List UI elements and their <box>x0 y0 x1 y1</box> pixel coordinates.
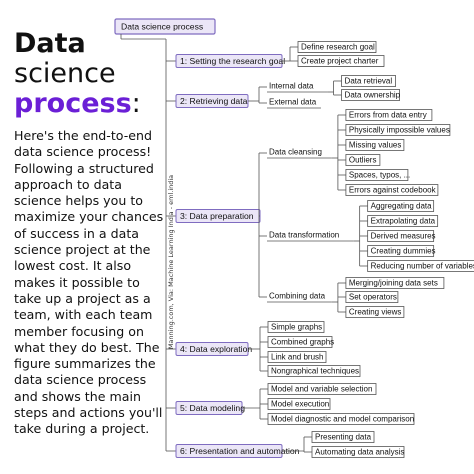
leaf-outliers-label: Outliers <box>349 156 377 165</box>
leaf-create-project-charter-box <box>297 55 385 67</box>
leaf-model-and-variable-selection-box <box>267 383 377 395</box>
leaf-model-and-variable-selection-label: Model and variable selection <box>271 385 372 394</box>
leaf-set-operators-label: Set operators <box>349 293 397 302</box>
leaf-aggregating-data-box <box>367 200 435 212</box>
leaf-nongraphical-techniques-box <box>267 365 361 377</box>
heading-line-3: process: <box>14 90 141 117</box>
heading-line-1: Data <box>14 28 86 59</box>
leaf-errors-against-codebook-box <box>345 184 439 196</box>
phase-1-node: 1: Setting the research goal <box>166 54 285 68</box>
leaf-reducing-number-of-variables-label: Reducing number of variables <box>371 262 474 271</box>
leaf-data-ownership-label: Data ownership <box>345 91 401 100</box>
leaf-combined-graphs-box <box>267 336 333 348</box>
leaf-missing-values-box <box>345 139 405 151</box>
leaf-model-diagnostic-and-model-comparison-box <box>267 413 415 425</box>
leaf-combined-graphs-label: Combined graphs <box>271 338 334 347</box>
leaf-simple-graphs-label: Simple graphs <box>271 323 322 332</box>
leaf-automating-data-analysis-label: Automating data analysis <box>315 448 404 457</box>
leaf-presenting-data-label: Presenting data <box>315 433 372 442</box>
leaf-creating-dummies-label: Creating dummies <box>371 247 436 256</box>
phase-4-label: 4: Data exploration <box>180 344 252 354</box>
leaf-errors-against-codebook-label: Errors against codebook <box>349 186 437 195</box>
phase-5-node: 5: Data modeling <box>166 401 245 415</box>
phase-3-label: 3: Data preparation <box>180 211 254 221</box>
description-text: Here's the end-to-end data science proce… <box>14 128 164 437</box>
leaf-spaces-typos-box <box>345 169 409 181</box>
phase-2-node: 2: Retrieving data <box>166 94 249 108</box>
leaf-creating-views-box <box>345 306 405 318</box>
leaf-model-execution-label: Model execution <box>271 400 329 409</box>
leaf-merging-joining-data-sets-label: Merging/joining data sets <box>349 279 438 288</box>
leaf-errors-from-data-entry-label: Errors from data entry <box>349 111 427 120</box>
leaf-derived-measures-box <box>367 230 435 242</box>
group-data-cleansing-label: Data cleansing <box>269 148 322 157</box>
leaf-errors-from-data-entry-box <box>345 109 433 121</box>
leaf-extrapolating-data-box <box>367 215 439 227</box>
leaf-create-project-charter-label: Create project charter <box>301 57 379 66</box>
leaf-creating-dummies-box <box>367 245 435 257</box>
phase-6-node: 6: Presentation and automation <box>166 444 300 458</box>
leaf-physically-impossible-values-label: Physically impossible values <box>349 126 450 135</box>
group-internal-data-label: Internal data <box>269 82 314 91</box>
phase-5-label: 5: Data modeling <box>180 403 245 413</box>
leaf-simple-graphs-box <box>267 321 325 333</box>
leaf-extrapolating-data-label: Extrapolating data <box>371 217 436 226</box>
leaf-set-operators-box <box>345 291 399 303</box>
leaf-data-retrieval-label: Data retrieval <box>345 77 393 86</box>
root-node: Data science process <box>114 18 216 35</box>
leaf-link-and-brush-label: Link and brush <box>271 353 323 362</box>
leaf-link-and-brush-box <box>267 351 327 363</box>
leaf-outliers-box <box>345 154 381 166</box>
leaf-spaces-typos-label: Spaces, typos, ... <box>349 171 410 180</box>
root-node-box <box>114 18 216 35</box>
leaf-presenting-data-box <box>311 431 375 443</box>
heading-colon: : <box>131 88 141 119</box>
leaf-define-research-goal-label: Define research goal <box>301 43 375 52</box>
leaf-derived-measures-label: Derived measures <box>371 232 436 241</box>
phase-1-label: 1: Setting the research goal <box>180 56 285 66</box>
phase-2-label: 2: Retrieving data <box>180 96 248 106</box>
leaf-physically-impossible-values-box <box>345 124 451 136</box>
leaf-model-diagnostic-and-model-comparison-label: Model diagnostic and model comparison <box>271 415 414 424</box>
phase-4-node: 4: Data exploration <box>166 342 252 356</box>
leaf-data-ownership-box <box>341 89 400 101</box>
root-node-label: Data science process <box>121 22 203 32</box>
leaf-define-research-goal-box <box>297 41 377 53</box>
group-combining-data-label: Combining data <box>269 292 326 301</box>
leaf-merging-joining-data-sets-box <box>345 277 445 289</box>
phase-3-node: 3: Data preparation <box>166 209 261 223</box>
leaf-automating-data-analysis-box <box>311 446 405 458</box>
leaf-external-data-label: External data <box>269 98 317 107</box>
phase-6-label: 6: Presentation and automation <box>180 446 300 456</box>
leaf-creating-views-label: Creating views <box>349 308 401 317</box>
leaf-aggregating-data-label: Aggregating data <box>371 202 432 211</box>
leaf-reducing-number-of-variables-box <box>367 260 474 272</box>
leaf-model-execution-box <box>267 398 331 410</box>
leaf-nongraphical-techniques-label: Nongraphical techniques <box>271 367 359 376</box>
leaf-data-retrieval-box <box>341 75 396 87</box>
leaf-missing-values-label: Missing values <box>349 141 401 150</box>
group-data-transformation-label: Data transformation <box>269 231 339 240</box>
heading-line-2: science <box>14 58 116 89</box>
heading-highlight: process <box>14 88 132 119</box>
